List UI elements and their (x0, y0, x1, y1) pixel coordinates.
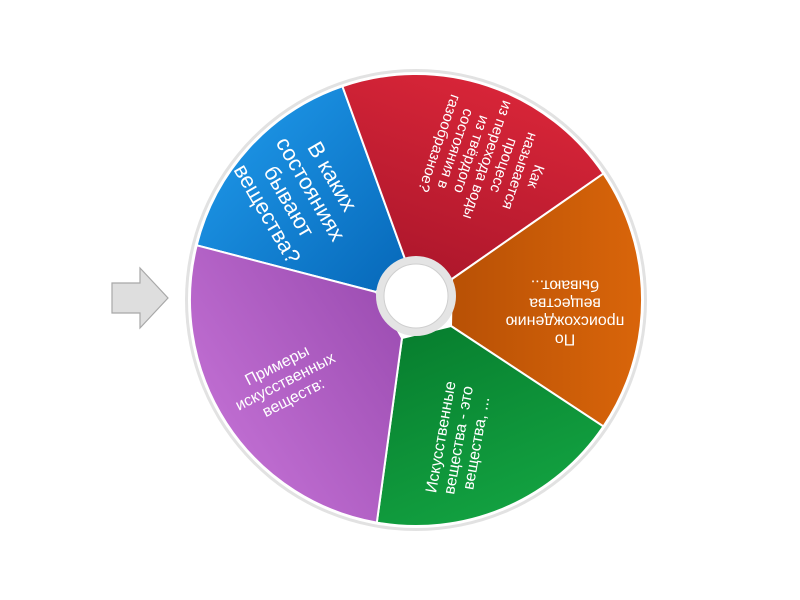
wheel-segment-examples (189, 244, 404, 524)
label-line: По (555, 330, 576, 347)
spin-hub-button[interactable] (383, 263, 449, 329)
wheel-segments (189, 72, 644, 528)
wheel-segment-origin (449, 172, 644, 428)
wheel-segment-label-origin: Попроисхождениювеществабывают... (506, 276, 625, 347)
label-line: происхождению (506, 312, 625, 329)
label-line: бывают... (531, 276, 599, 293)
wheel-segment-label-process: Какназываетсяпроцессиз перехода водыиз т… (411, 82, 564, 238)
wheel-segment-states (195, 85, 407, 294)
label-line: Как (524, 162, 548, 190)
wheel-segment-process (341, 72, 605, 281)
wheel-segment-artificial (375, 324, 605, 528)
label-line: вещества (529, 294, 601, 311)
arrow-right-icon (111, 266, 169, 330)
